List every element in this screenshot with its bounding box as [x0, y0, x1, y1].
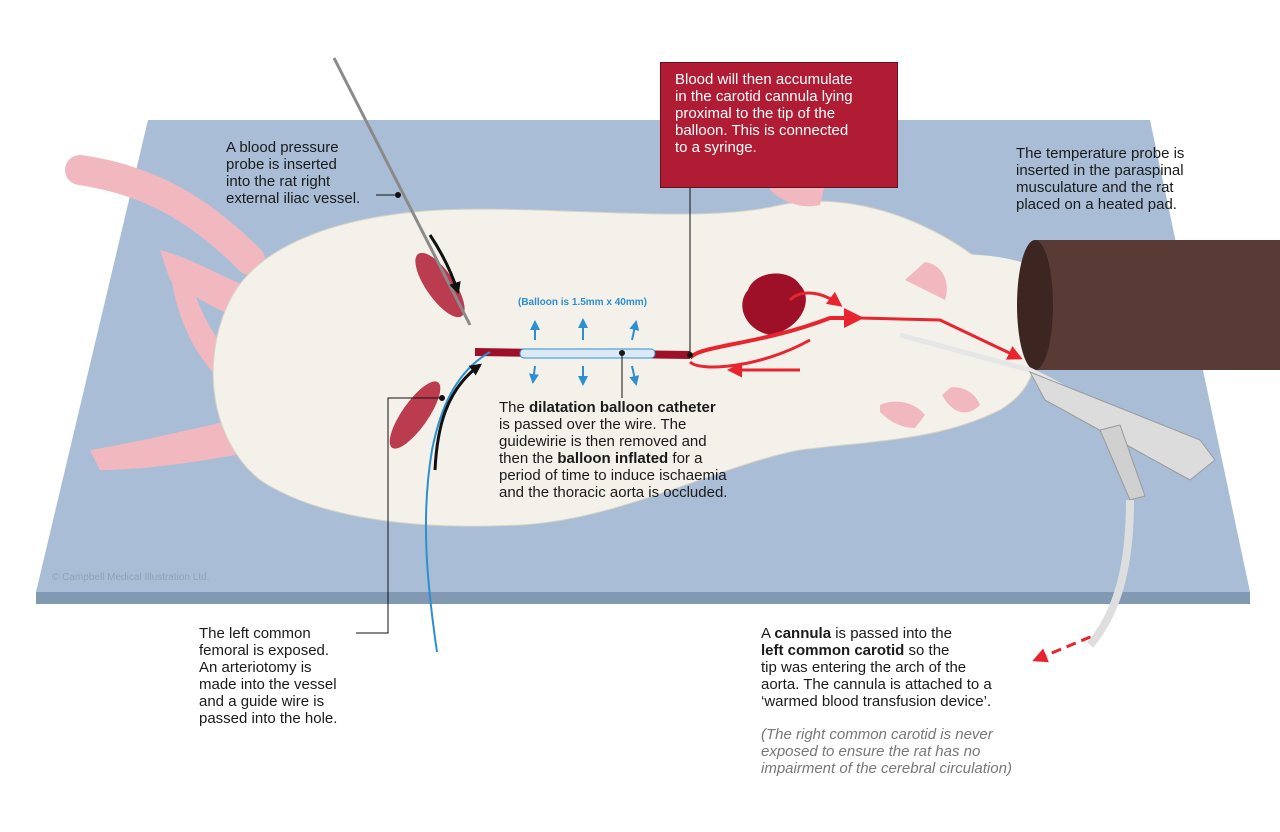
heart	[742, 273, 806, 335]
rat-front-paw-bottom	[880, 401, 925, 428]
bp-probe-annotation: A blood pressure probe is inserted into …	[226, 139, 361, 207]
balloon-inflation-arrows	[529, 318, 640, 386]
cannula-annotation: A cannula is passed into the left common…	[761, 625, 992, 710]
right-carotid-note: (The right common carotid is never expos…	[761, 726, 1012, 777]
bp-probe-needle	[332, 57, 472, 326]
rat-body	[212, 200, 1036, 527]
balloon-size-annotation: (Balloon is 1.5mm x 40mm)	[518, 297, 647, 308]
rat-ear-top	[905, 262, 947, 300]
femoral-annotation: The left common femoral is exposed. An a…	[199, 625, 338, 727]
guide-wire	[424, 351, 491, 653]
rat-tail	[65, 155, 265, 275]
temp-probe-annotation: The temperature probe is inserted in the…	[1016, 145, 1185, 213]
leader-lines	[356, 186, 693, 634]
copyright-credit: © Campbell Medical Illustration Ltd.	[52, 572, 210, 583]
carotid-blood-box: Blood will then accumulate in the caroti…	[660, 62, 898, 188]
carotid-blood-annotation: Blood will then accumulate in the caroti…	[675, 71, 853, 156]
catheter-annotation: The dilatation balloon catheter is passe…	[499, 399, 728, 501]
heat-tube	[1017, 240, 1280, 370]
aorta-catheter	[474, 348, 691, 359]
pointer-arrows	[428, 234, 482, 471]
transfusion-device	[899, 332, 1216, 648]
rat-ear-bottom	[942, 387, 980, 413]
